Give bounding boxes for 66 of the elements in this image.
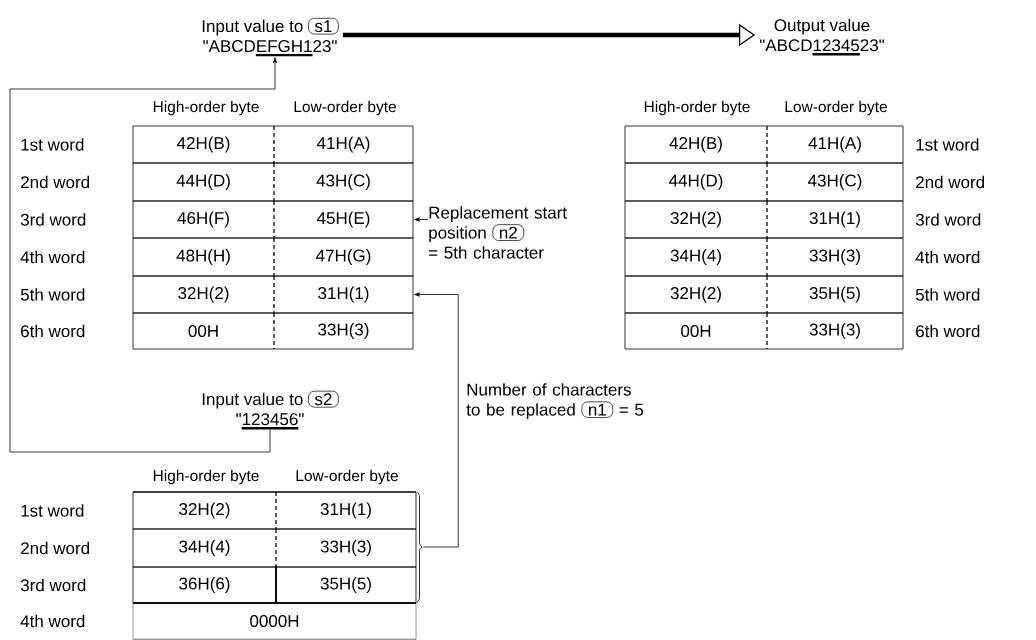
annotation-text: Input value to s1 "ABCDEFGH123" xyxy=(202,17,339,53)
arrow xyxy=(414,292,459,548)
row-label: 3rd word xyxy=(20,213,86,226)
table-cell: 44H(D) xyxy=(132,162,275,202)
table-cell: 32H(2) xyxy=(624,200,768,239)
operand-tag: n2 xyxy=(492,224,525,241)
bracket xyxy=(416,491,423,603)
operand-tag: s2 xyxy=(308,390,339,408)
table-cell: 0000H xyxy=(132,602,417,640)
row-label: 1st word xyxy=(21,504,84,517)
column-header: Low-order byte xyxy=(785,100,887,116)
row-label: 2nd word xyxy=(21,541,89,555)
table-cell: 44H(D) xyxy=(624,162,768,202)
table-cell: 43H(C) xyxy=(766,162,904,202)
row-label: 4th word xyxy=(20,250,85,264)
table-cell: 34H(4) xyxy=(132,528,277,568)
operand-tag: n1 xyxy=(581,401,614,418)
column-header: High-order byte xyxy=(644,100,750,116)
row-label: 2nd word xyxy=(21,175,89,189)
row-label: 1st word xyxy=(21,138,84,151)
row-label: 4th word xyxy=(20,614,85,628)
annotation-text: Output value "ABCD1234523" xyxy=(760,18,884,52)
column-header: High-order byte xyxy=(153,100,259,116)
table-cell: 41H(A) xyxy=(273,125,414,164)
row-label: 1st word xyxy=(916,138,979,151)
table-cell: 31H(1) xyxy=(766,200,904,239)
table-cell: 43H(C) xyxy=(273,162,414,202)
table-cell: 31H(1) xyxy=(275,491,417,530)
table-cell: 32H(2) xyxy=(132,275,275,314)
table-cell: 47H(G) xyxy=(273,237,414,277)
row-label: 4th word xyxy=(915,250,980,264)
table-cell: 36H(6) xyxy=(132,566,277,604)
table-cell: 00H xyxy=(132,312,275,350)
table-cell: 35H(5) xyxy=(275,566,417,604)
column-header: Low-order byte xyxy=(296,469,398,485)
row-label: 5th word xyxy=(20,288,85,301)
annotation-text: Number of characters to be replaced n1 = 5 xyxy=(466,383,644,420)
row-label: 5th word xyxy=(915,288,980,301)
row-label: 6th word xyxy=(916,324,980,338)
table-cell: 34H(4) xyxy=(624,237,768,277)
table-cell: 00H xyxy=(624,312,768,350)
table-cell: 41H(A) xyxy=(766,125,904,164)
operand-tag: s1 xyxy=(308,17,339,35)
annotation-text: Input value to s2 "123456" xyxy=(202,390,339,426)
table-cell: 33H(3) xyxy=(766,237,904,277)
column-header: Low-order byte xyxy=(294,100,396,116)
table-cell: 33H(3) xyxy=(766,312,904,350)
column-header: High-order byte xyxy=(153,469,259,485)
table-cell: 31H(1) xyxy=(273,275,414,314)
row-label: 6th word xyxy=(21,324,85,338)
table-cell: 32H(2) xyxy=(132,491,277,530)
table-cell: 42H(B) xyxy=(132,125,275,164)
arrow xyxy=(9,57,278,453)
table-cell: 32H(2) xyxy=(624,275,768,314)
table-cell: 45H(E) xyxy=(273,200,414,239)
arrow xyxy=(414,217,429,222)
row-label: 3rd word xyxy=(915,213,981,226)
table-cell: 33H(3) xyxy=(275,528,417,568)
row-label: 2nd word xyxy=(916,175,984,189)
row-label: 3rd word xyxy=(20,578,86,592)
table-cell: 33H(3) xyxy=(273,312,414,350)
annotation-text: Replacement start position n2 = 5th character xyxy=(429,206,567,259)
table-cell: 42H(B) xyxy=(624,125,768,164)
table-cell: 35H(5) xyxy=(766,275,904,314)
table-cell: 48H(H) xyxy=(132,237,275,277)
table-cell: 46H(F) xyxy=(132,200,275,239)
